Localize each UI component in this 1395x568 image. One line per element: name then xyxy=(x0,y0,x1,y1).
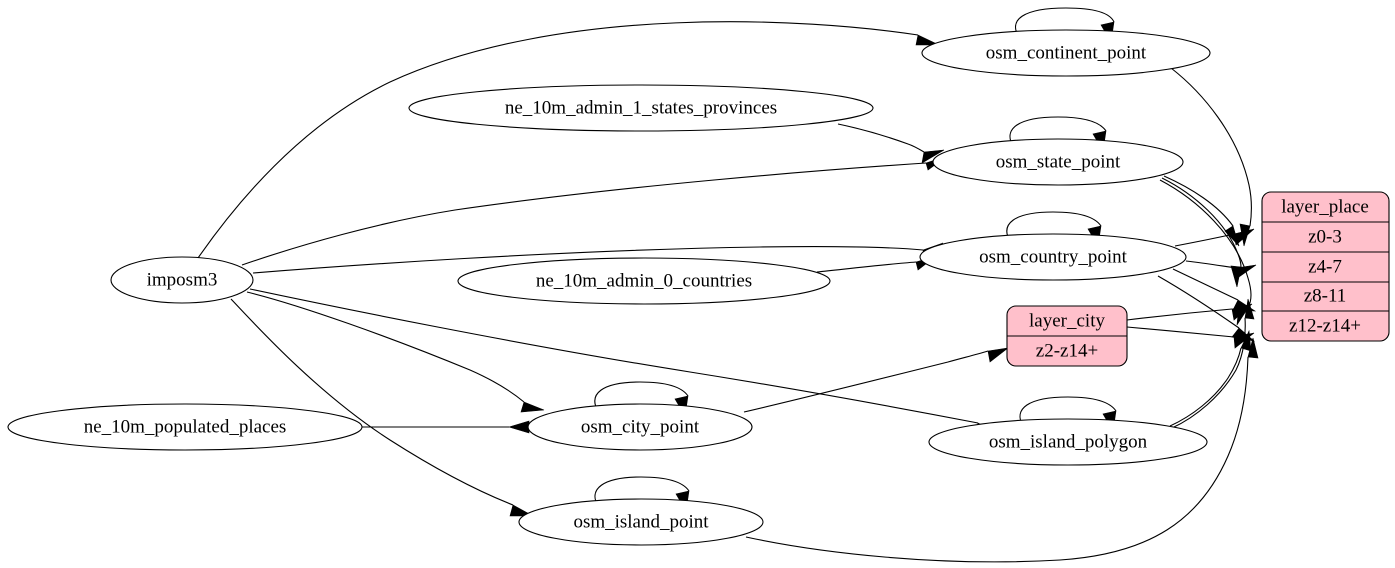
node-osm_city_point[interactable]: osm_city_point xyxy=(527,403,753,451)
layer-place-row-z8-11[interactable]: z8-11 xyxy=(1304,285,1347,306)
edge-osm_island_polygon-to-layer_place-z8-11 xyxy=(1171,298,1255,429)
node-ne_countries-label: ne_10m_admin_0_countries xyxy=(536,270,752,291)
edge-layer_city-to-layer_place-z8-11 xyxy=(1126,303,1253,321)
node-osm_island_polygon[interactable]: osm_island_polygon xyxy=(928,418,1208,466)
edge-imposm3-to-osm_state_point xyxy=(241,155,948,266)
edge-layer xyxy=(197,7,1259,563)
edge-ne_populated-to-osm_city_point xyxy=(362,420,530,434)
node-imposm3-label: imposm3 xyxy=(147,269,218,290)
edge-ne_states-to-osm_state_point xyxy=(837,123,945,164)
node-ne_states-label: ne_10m_admin_1_states_provinces xyxy=(505,97,777,118)
edge-osm_continent_point-to-layer_place-z0-3 xyxy=(1170,67,1252,247)
node-ne_10m_admin_1_states_provinces[interactable]: ne_10m_admin_1_states_provinces xyxy=(408,84,874,132)
edge-osm_country_point-to-layer_place-z4-7 xyxy=(1185,260,1257,280)
edge-imposm3-to-osm_continent_point xyxy=(197,21,940,259)
edge-osm_country_point-to-layer_place-z8-11 xyxy=(1172,268,1257,312)
edge-osm_island_point-to-layer_place-z12-z14 xyxy=(745,337,1259,563)
edge-osm_country_point-to-layer_place-z0-3 xyxy=(1174,228,1255,247)
edge-ne_countries-to-osm_country_point xyxy=(816,255,937,273)
node-osm_island_polygon-label: osm_island_polygon xyxy=(989,431,1148,452)
layer-city-title: layer_city xyxy=(1029,310,1105,331)
layer-city-row-z2-z14[interactable]: z2-z14+ xyxy=(1036,340,1098,361)
record-node-layer-city[interactable]: layer_city z2-z14+ xyxy=(1006,305,1128,367)
node-layer: imposm3 ne_10m_admin_1_states_provinces … xyxy=(7,29,1211,546)
node-osm_island_point-label: osm_island_point xyxy=(573,511,709,532)
layer-place-row-z12-z14[interactable]: z12-z14+ xyxy=(1289,315,1361,336)
edge-imposm3-to-osm_city_point xyxy=(246,291,545,413)
record-node-layer-place[interactable]: layer_place z0-3 z4-7 z8-11 z12-z14+ xyxy=(1261,191,1390,342)
node-osm_country_point[interactable]: osm_country_point xyxy=(919,233,1187,281)
edge-osm_city_point-to-layer_city-z2-z14 xyxy=(743,347,1010,413)
node-ne_10m_admin_0_countries[interactable]: ne_10m_admin_0_countries xyxy=(457,257,831,305)
layer-place-row-z0-3[interactable]: z0-3 xyxy=(1308,226,1342,247)
node-osm_state_point[interactable]: osm_state_point xyxy=(932,138,1184,186)
node-osm_country_point-label: osm_country_point xyxy=(979,246,1127,267)
node-osm_state_point-label: osm_state_point xyxy=(996,151,1121,172)
node-osm_island_point[interactable]: osm_island_point xyxy=(518,498,764,546)
node-osm_city_point-label: osm_city_point xyxy=(581,416,700,437)
edge-layer_city-to-layer_place-z12-z14 xyxy=(1126,326,1255,349)
layer-place-title: layer_place xyxy=(1281,196,1369,217)
layer-place-row-z4-7[interactable]: z4-7 xyxy=(1308,256,1342,277)
node-ne_populated-label: ne_10m_populated_places xyxy=(84,416,287,437)
node-osm_continent_point[interactable]: osm_continent_point xyxy=(921,29,1211,77)
node-imposm3[interactable]: imposm3 xyxy=(110,256,254,304)
node-ne_10m_populated_places[interactable]: ne_10m_populated_places xyxy=(7,403,363,451)
node-osm_continent_point-label: osm_continent_point xyxy=(986,42,1147,63)
